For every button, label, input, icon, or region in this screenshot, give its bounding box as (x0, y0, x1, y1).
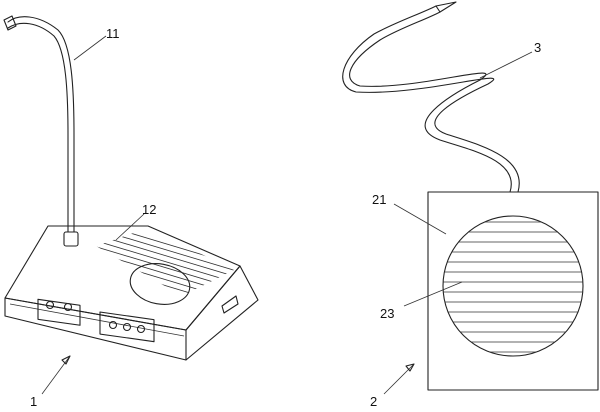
button-right-1 (108, 320, 118, 330)
label-12: 12 (142, 202, 156, 217)
button-left-2 (63, 302, 73, 312)
leader-23 (403, 281, 463, 307)
leader-11 (73, 35, 107, 61)
leader-2 (383, 363, 415, 395)
label-3: 3 (534, 40, 541, 55)
button-panel-right (99, 311, 155, 343)
stem-connector (63, 231, 79, 247)
mic-head (3, 15, 17, 31)
button-right-2 (122, 322, 132, 332)
cable-plug (435, 1, 457, 13)
base-top-face (4, 225, 241, 331)
leader-lines (41, 35, 533, 395)
cable (349, 11, 512, 193)
label-23: 23 (380, 306, 394, 321)
speaker-grille-circle (442, 215, 584, 357)
button-right-3 (136, 324, 146, 334)
reference-labels: 11 12 3 21 23 1 2 (30, 26, 541, 409)
gooseneck-stem (7, 16, 75, 233)
speaker-unit (342, 1, 599, 391)
label-21: 21 (372, 192, 386, 207)
base-speaker-oval (129, 263, 191, 305)
leader-21 (393, 203, 447, 235)
button-left-1 (45, 300, 55, 310)
microphone-base-unit (3, 15, 259, 361)
button-panel-left (37, 298, 81, 326)
label-1: 1 (30, 394, 37, 409)
leader-1 (41, 355, 71, 395)
base-right-face (185, 265, 259, 361)
label-2: 2 (370, 394, 377, 409)
speaker-panel (427, 191, 599, 391)
leader-3 (479, 51, 533, 79)
base-front-face (4, 297, 187, 361)
leader-12 (115, 213, 145, 241)
label-11: 11 (106, 26, 120, 41)
